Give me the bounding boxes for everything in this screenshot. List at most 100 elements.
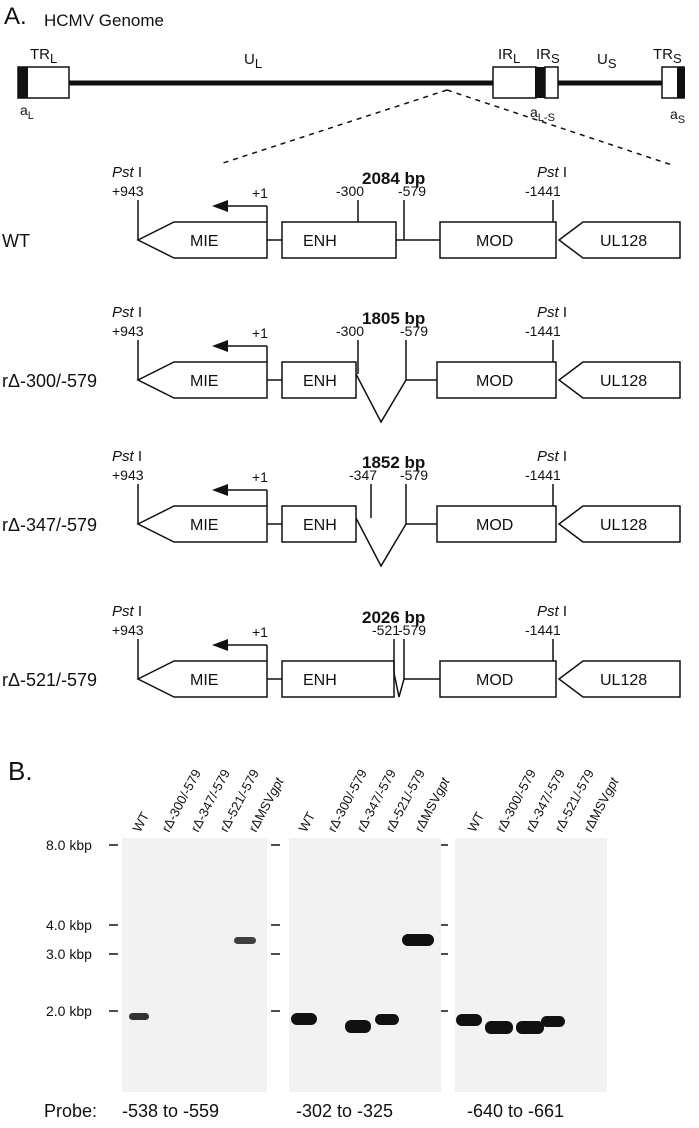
deletion-notch	[355, 517, 407, 568]
band-d521-probe3	[541, 1016, 565, 1027]
pos-right: -1441	[525, 467, 561, 483]
mod-box	[436, 505, 557, 543]
tss-label: +1	[252, 624, 268, 640]
pst-left-label: Pst I	[112, 304, 142, 321]
deletion-notch	[355, 373, 407, 424]
cut-right-label: -579	[400, 467, 428, 483]
cut-right-label: -579	[398, 183, 426, 199]
mod-box	[436, 361, 557, 399]
pst-right-label: Pst I	[537, 164, 567, 181]
ul-label: UL	[244, 51, 262, 71]
ul128-label: UL128	[600, 517, 647, 534]
pst-right-label: Pst I	[537, 448, 567, 465]
ul128-box	[557, 221, 681, 259]
genome-title: HCMV Genome	[44, 11, 164, 30]
als-black-bar	[535, 67, 545, 98]
mod-label: MOD	[476, 517, 513, 534]
trl-label: TRL	[30, 46, 57, 66]
trs-label: TRS	[653, 46, 682, 66]
enh-box	[281, 221, 397, 259]
cut-left-label: -300	[336, 323, 364, 339]
mod-label: MOD	[476, 672, 513, 689]
blot-panel-3	[455, 838, 607, 1092]
pos-left: +943	[112, 183, 144, 199]
irl-box	[492, 66, 537, 99]
lane-label: WT	[464, 809, 487, 834]
mod-label: MOD	[476, 233, 513, 250]
mod-label: MOD	[476, 373, 513, 390]
ul128-box	[557, 660, 681, 698]
tss-label: +1	[252, 469, 268, 485]
pos-right: -1441	[525, 323, 561, 339]
ul128-label: UL128	[600, 672, 647, 689]
pst-left-label: Pst I	[112, 448, 142, 465]
construct-name: WT	[2, 231, 30, 251]
band-d347-probe3	[516, 1021, 544, 1034]
pst-left-label: Pst I	[112, 603, 142, 620]
irs-box	[544, 66, 559, 99]
size-marker-label: 3.0 kbp	[46, 946, 92, 962]
probe-1: -538 to -559	[122, 1101, 219, 1121]
ul128-box	[557, 361, 681, 399]
tss-label: +1	[252, 185, 268, 201]
ul128-label: UL128	[600, 233, 647, 250]
band-wt-probe1	[129, 1013, 149, 1020]
cut-right-label: -579	[398, 622, 426, 638]
probe-3: -640 to -661	[467, 1101, 564, 1121]
construct-name: rΔ-347/-579	[2, 515, 97, 535]
band-msv-probe2	[402, 934, 434, 946]
lane-label: WT	[295, 809, 318, 834]
pst-right-label: Pst I	[537, 603, 567, 620]
mie-label: MIE	[190, 233, 218, 250]
tss-arrowhead	[212, 340, 228, 352]
cut-left-label: -521	[372, 622, 400, 638]
enh-box	[281, 361, 357, 399]
construct-size: 1852 bp	[362, 453, 425, 472]
irs-label: IRS	[536, 46, 560, 66]
as-label: aS	[670, 106, 685, 126]
pos-left: +943	[112, 622, 144, 638]
construct-size: 2084 bp	[362, 169, 425, 188]
band-d347-probe2	[345, 1020, 371, 1033]
tss-arrowhead	[212, 200, 228, 212]
panel-a-label: A.	[4, 3, 27, 30]
enh-label: ENH	[303, 233, 337, 250]
cut-left-label: -300	[336, 183, 364, 199]
size-marker-label: 2.0 kbp	[46, 1003, 92, 1019]
enh-label: ENH	[303, 672, 337, 689]
zoom-line-right	[446, 89, 673, 166]
enh-label: ENH	[303, 373, 337, 390]
panel-b-label: B.	[8, 756, 33, 786]
construct-name: rΔ-300/-579	[2, 371, 97, 391]
band-wt-probe3	[456, 1014, 482, 1026]
construct-name: rΔ-521/-579	[2, 670, 97, 690]
irl-label: IRL	[498, 46, 520, 66]
us-label: US	[597, 51, 617, 71]
tss-arrowhead	[212, 484, 228, 496]
pos-left: +943	[112, 323, 144, 339]
pos-left: +943	[112, 467, 144, 483]
lane-label: WT	[129, 809, 152, 834]
band-msv-probe1	[234, 937, 256, 944]
mie-label: MIE	[190, 672, 218, 689]
mie-label: MIE	[190, 517, 218, 534]
band-d521-probe2	[375, 1014, 399, 1025]
cut-right-label: -579	[400, 323, 428, 339]
genome-map	[17, 66, 685, 99]
enh-box	[281, 505, 357, 543]
tss-label: +1	[252, 325, 268, 341]
ul128-label: UL128	[600, 373, 647, 390]
mod-box	[439, 221, 557, 259]
zoom-line-left	[219, 89, 448, 165]
enh-box	[281, 660, 395, 698]
blot-panel-2	[289, 838, 441, 1092]
pos-right: -1441	[525, 183, 561, 199]
pst-right-label: Pst I	[537, 304, 567, 321]
mie-label: MIE	[190, 373, 218, 390]
tss-arrowhead	[212, 639, 228, 651]
pst-left-label: Pst I	[112, 164, 142, 181]
size-marker-label: 8.0 kbp	[46, 837, 92, 853]
